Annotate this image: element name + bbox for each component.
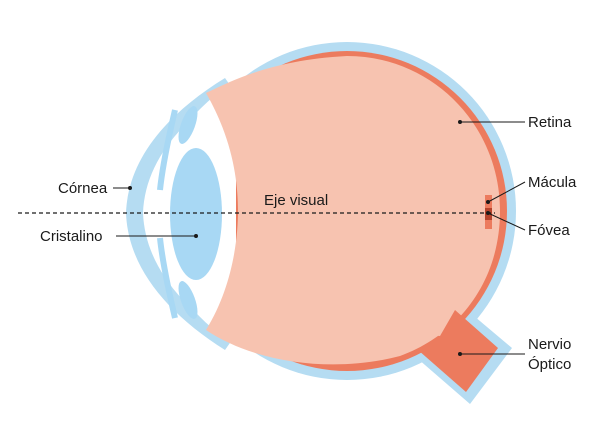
leader-fovea [487,212,526,231]
ciliary-body-bottom [178,281,198,319]
label-visual-axis: Eje visual [264,192,328,209]
label-optic-nerve-line1: Nervio [528,336,571,353]
label-cornea: Córnea [58,180,108,197]
label-retina: Retina [528,114,572,131]
label-fovea: Fóvea [528,222,570,239]
leader-optic-nerve-dot [458,352,462,356]
label-optic-nerve-line2: Óptico [528,356,571,373]
leader-lens-dot [194,234,198,238]
vitreous-body [206,56,500,365]
label-lens: Cristalino [40,228,103,245]
iris-top [157,109,178,191]
lens [170,148,222,280]
leader-cornea-dot [128,186,132,190]
cornea [126,78,232,350]
leader-fovea-dot [486,211,490,215]
optic-nerve [418,310,498,392]
leader-retina-dot [458,120,462,124]
leader-macula-dot [486,200,490,204]
label-macula: Mácula [528,174,577,191]
ciliary-body-top [178,106,198,144]
iris-bottom [157,237,178,319]
leader-macula [487,181,526,203]
